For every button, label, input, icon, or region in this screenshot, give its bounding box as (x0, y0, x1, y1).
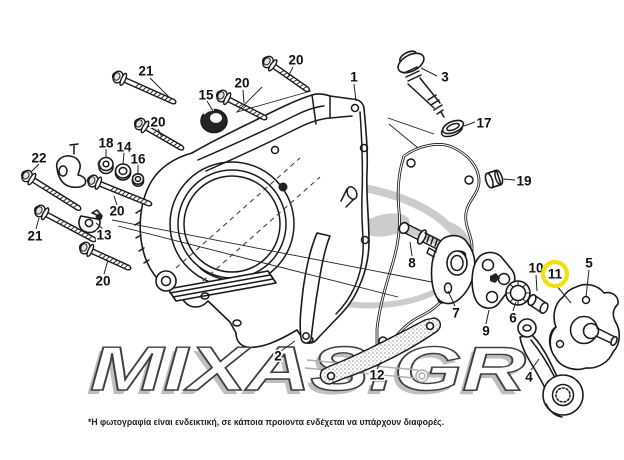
pointer-lines (111, 86, 438, 298)
watermark: MIXAS.GR MIXAS.GR (86, 334, 527, 408)
callout-13: 13 (96, 228, 112, 243)
callout-20: 20 (288, 53, 303, 68)
callout-1: 1 (350, 70, 358, 85)
highlight-ring (540, 259, 570, 289)
callout-20: 20 (109, 204, 124, 219)
cover-boss-dot (278, 182, 288, 192)
callout-18: 18 (98, 136, 114, 151)
callout-20: 20 (95, 274, 110, 289)
oil-seal-15 (200, 108, 228, 134)
kick-arm-4 (517, 318, 584, 418)
callout-21: 21 (138, 64, 154, 79)
callout-5: 5 (585, 256, 593, 271)
oil-dipstick (397, 50, 445, 118)
callout-4: 4 (525, 370, 533, 385)
callout-16: 16 (130, 152, 146, 167)
leader-lines (30, 66, 590, 371)
callout-21: 21 (27, 229, 43, 244)
callout-9: 9 (482, 324, 490, 339)
caption-text: *Η φωτογραφία είναι ενδεικτική, σε κάποι… (88, 417, 444, 428)
callout-14: 14 (116, 140, 132, 155)
callout-7: 7 (452, 306, 460, 321)
dowel-pin-19 (484, 169, 504, 189)
callout-11: 11 (548, 267, 563, 282)
callout-6: 6 (509, 311, 517, 326)
flange-plate-7 (426, 234, 476, 305)
bolt-20-a (259, 52, 314, 98)
stippled-arm (319, 317, 441, 385)
clamp-13 (78, 209, 103, 234)
collar-10 (527, 293, 549, 315)
callout-8: 8 (408, 256, 416, 271)
callout-3: 3 (441, 70, 449, 85)
callout-20: 20 (234, 76, 249, 91)
bearing-6 (505, 280, 531, 306)
callout-22: 22 (31, 151, 46, 166)
callout-15: 15 (198, 88, 214, 103)
foreground-parts (304, 221, 621, 418)
seal-washer-17 (440, 119, 465, 138)
flange-nut-18 (97, 156, 114, 175)
callout-19: 19 (516, 174, 531, 189)
crankcase-cover (134, 93, 370, 349)
callout-2: 2 (274, 349, 282, 364)
oil-pump-5 (548, 283, 621, 371)
watermark-text: MIXAS.GR (90, 335, 526, 404)
cable-guide-hook (55, 143, 87, 189)
callout-20: 20 (150, 115, 165, 130)
callout-12: 12 (369, 368, 384, 383)
callout-17: 17 (476, 116, 491, 131)
callout-10: 10 (528, 261, 543, 276)
line-art-layer (18, 50, 504, 352)
watermark-shadow-text: MIXAS.GR (86, 339, 522, 408)
washer-16 (131, 173, 145, 188)
washer-14 (114, 163, 132, 181)
